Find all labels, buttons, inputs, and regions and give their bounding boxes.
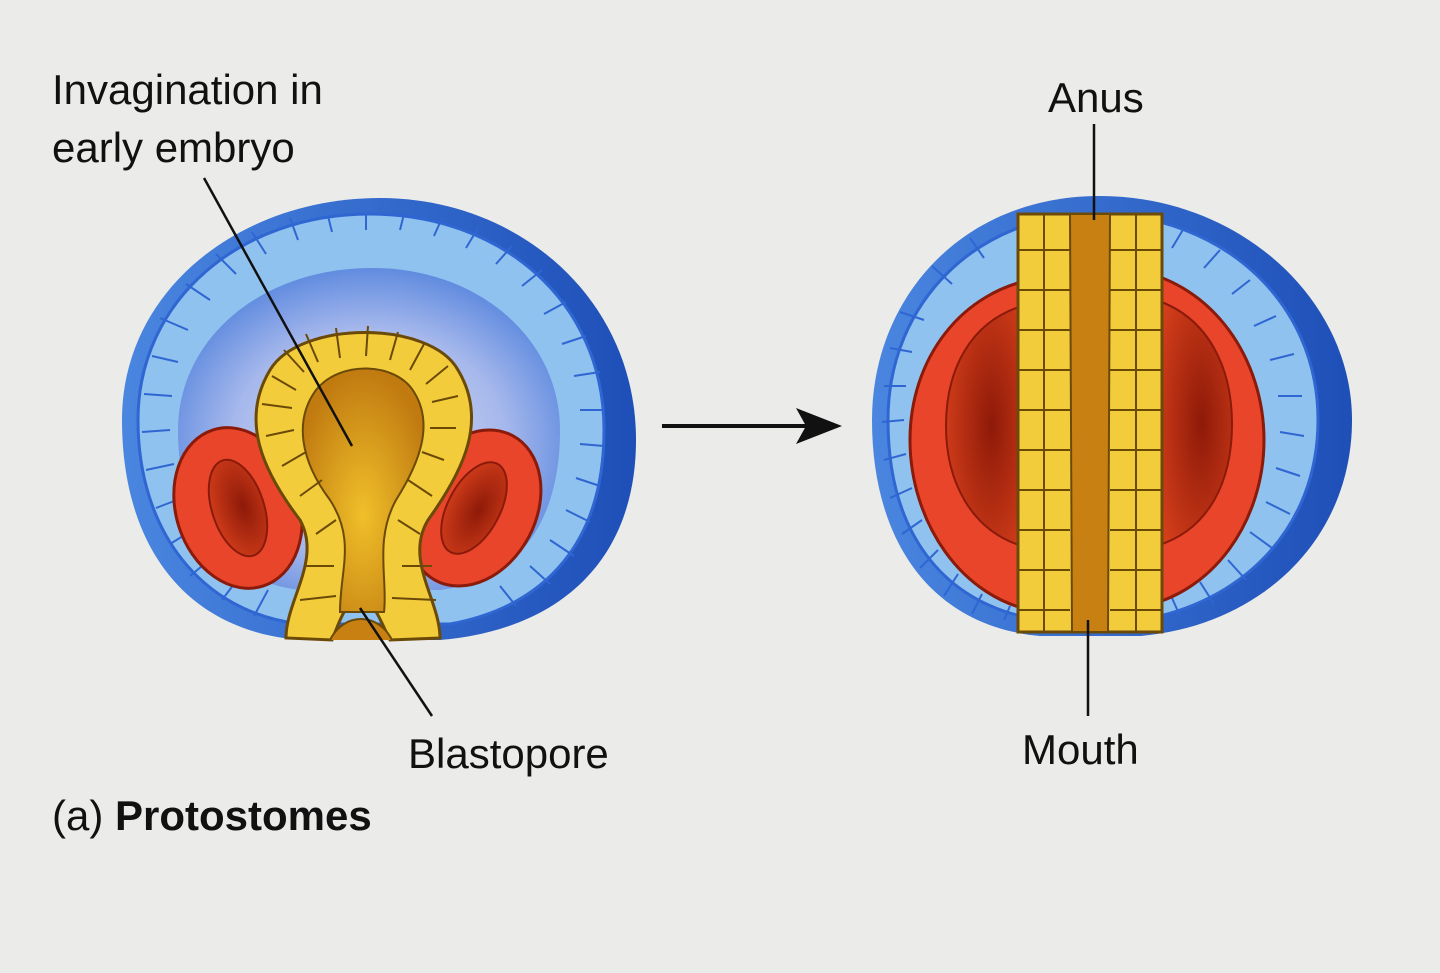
blastopore-label: Blastopore [408, 730, 609, 777]
blastopore-pointer [358, 607, 434, 717]
invagination-label-line1: Invagination in [52, 66, 323, 113]
invagination-label-line2: early embryo [52, 124, 295, 171]
invagination-pointer [202, 177, 354, 447]
mouth-label: Mouth [1022, 726, 1139, 773]
caption-title: Protostomes [115, 792, 372, 839]
development-arrow [662, 408, 842, 444]
caption-prefix: (a) [52, 792, 104, 839]
later-embryo [872, 196, 1352, 636]
endoderm-cell-borders [261, 325, 459, 601]
endoderm2-cell-borders [1018, 214, 1162, 632]
early-embryo [122, 198, 636, 642]
gut-tube [1068, 213, 1112, 633]
archenteron-cavity [301, 367, 425, 613]
mesoderm2-right [1132, 268, 1266, 610]
figure-caption: (a) Protostomes [52, 792, 372, 840]
mesoderm2-left [908, 276, 1042, 614]
ectoderm2-cell-borders [881, 227, 1305, 621]
anus-label: Anus [1048, 74, 1144, 121]
